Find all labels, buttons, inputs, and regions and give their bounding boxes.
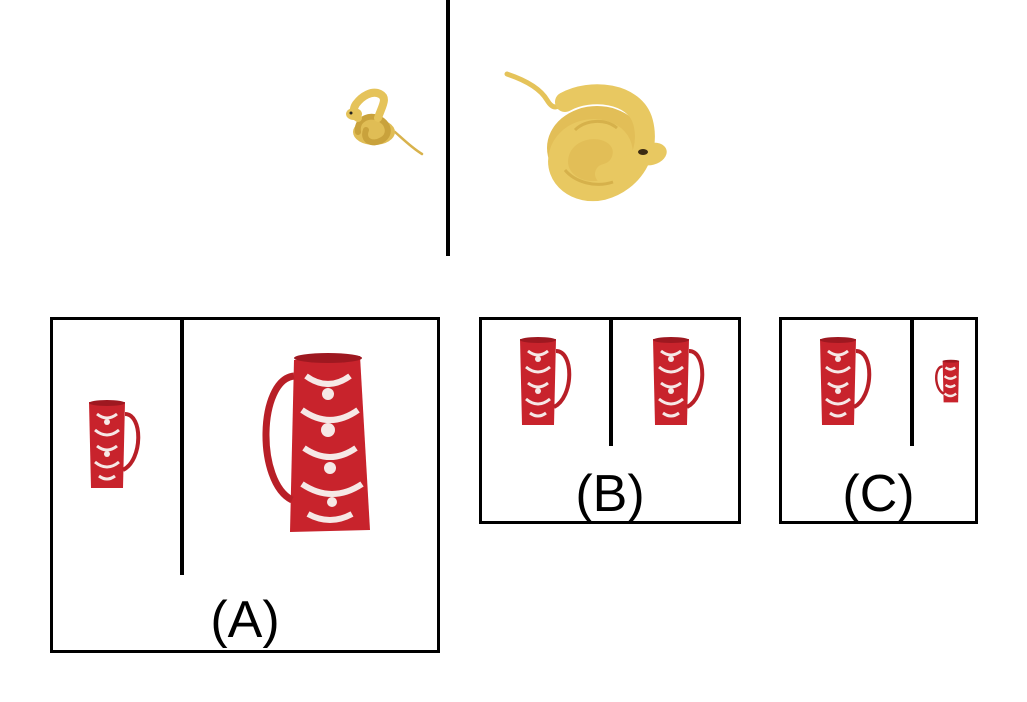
reference-right-panel bbox=[450, 0, 1027, 256]
option-b-label: (B) bbox=[575, 465, 645, 523]
large-snake-icon bbox=[504, 71, 667, 202]
small-snake-icon bbox=[346, 88, 424, 156]
option-c-label: (C) bbox=[842, 465, 915, 523]
option-c-right-mug-icon bbox=[935, 359, 960, 403]
option-b-divider bbox=[609, 320, 613, 446]
option-a-right-mug-icon bbox=[262, 353, 370, 532]
option-b-left-mug-icon bbox=[520, 337, 572, 425]
option-a-label: (A) bbox=[210, 591, 280, 649]
option-c-divider bbox=[910, 320, 914, 446]
option-a-box[interactable]: (A) bbox=[50, 317, 440, 653]
option-c-box[interactable]: (C) bbox=[779, 317, 978, 524]
option-c-left-mug-icon bbox=[820, 337, 872, 425]
option-b-right-mug-icon bbox=[653, 337, 705, 425]
reference-left-panel bbox=[0, 0, 447, 256]
option-a-divider bbox=[180, 320, 184, 575]
option-a-left-mug-icon bbox=[89, 400, 141, 488]
option-b-box[interactable]: (B) bbox=[479, 317, 741, 524]
reference-divider bbox=[446, 0, 450, 256]
